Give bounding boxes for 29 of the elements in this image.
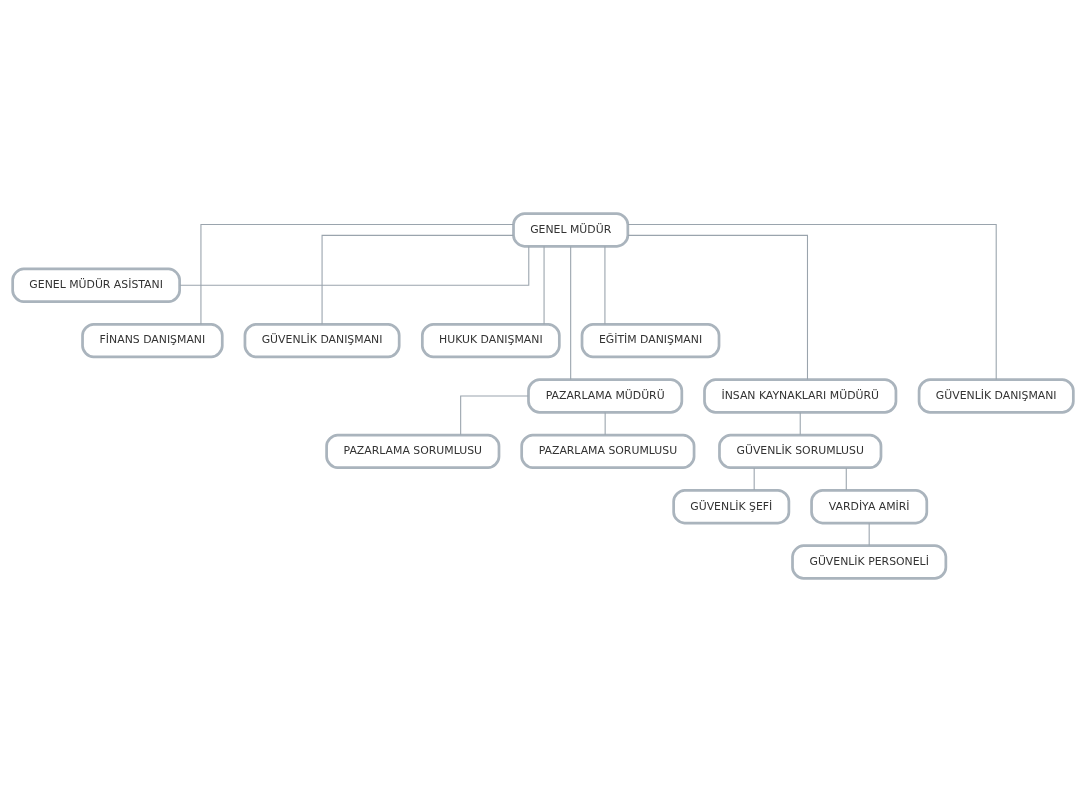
- connector: [604, 245, 606, 325]
- node-box: PAZARLAMA MÜDÜRÜ: [527, 378, 684, 414]
- connector: [604, 412, 606, 436]
- connector: [200, 223, 514, 325]
- node-box: GÜVENLİK SORUMLUSU: [718, 433, 883, 470]
- connector: [799, 412, 801, 436]
- connector: [627, 234, 809, 380]
- connector: [179, 246, 530, 286]
- node-box: FİNANS DANIŞMANI: [81, 322, 224, 359]
- connector: [321, 234, 514, 325]
- node-box: İNSAN KAYNAKLARI MÜDÜRÜ: [703, 378, 898, 414]
- node-box: EĞİTİM DANIŞMANI: [580, 322, 721, 359]
- node-box: PAZARLAMA SORUMLUSU: [520, 433, 696, 470]
- node-box: GÜVENLİK PERSONELİ: [791, 544, 948, 580]
- connector: [460, 395, 529, 436]
- node-box: GÜVENLİK DANIŞMANI: [917, 378, 1075, 414]
- node-box: GÜVENLİK DANIŞMANI: [243, 322, 401, 359]
- connector: [868, 522, 870, 546]
- node-box: GENEL MÜDÜR: [512, 212, 630, 248]
- node-box: VARDİYA AMİRİ: [810, 489, 929, 525]
- node-box: HUKUK DANIŞMANI: [420, 322, 561, 359]
- connector: [753, 467, 755, 491]
- connector: [845, 467, 847, 491]
- node-box: GENEL MÜDÜR ASİSTANI: [11, 267, 181, 303]
- connector: [543, 245, 545, 325]
- connector: [570, 245, 572, 381]
- connector: [627, 223, 997, 381]
- node-box: GÜVENLİK ŞEFİ: [672, 489, 791, 525]
- node-box: PAZARLAMA SORUMLUSU: [325, 433, 501, 470]
